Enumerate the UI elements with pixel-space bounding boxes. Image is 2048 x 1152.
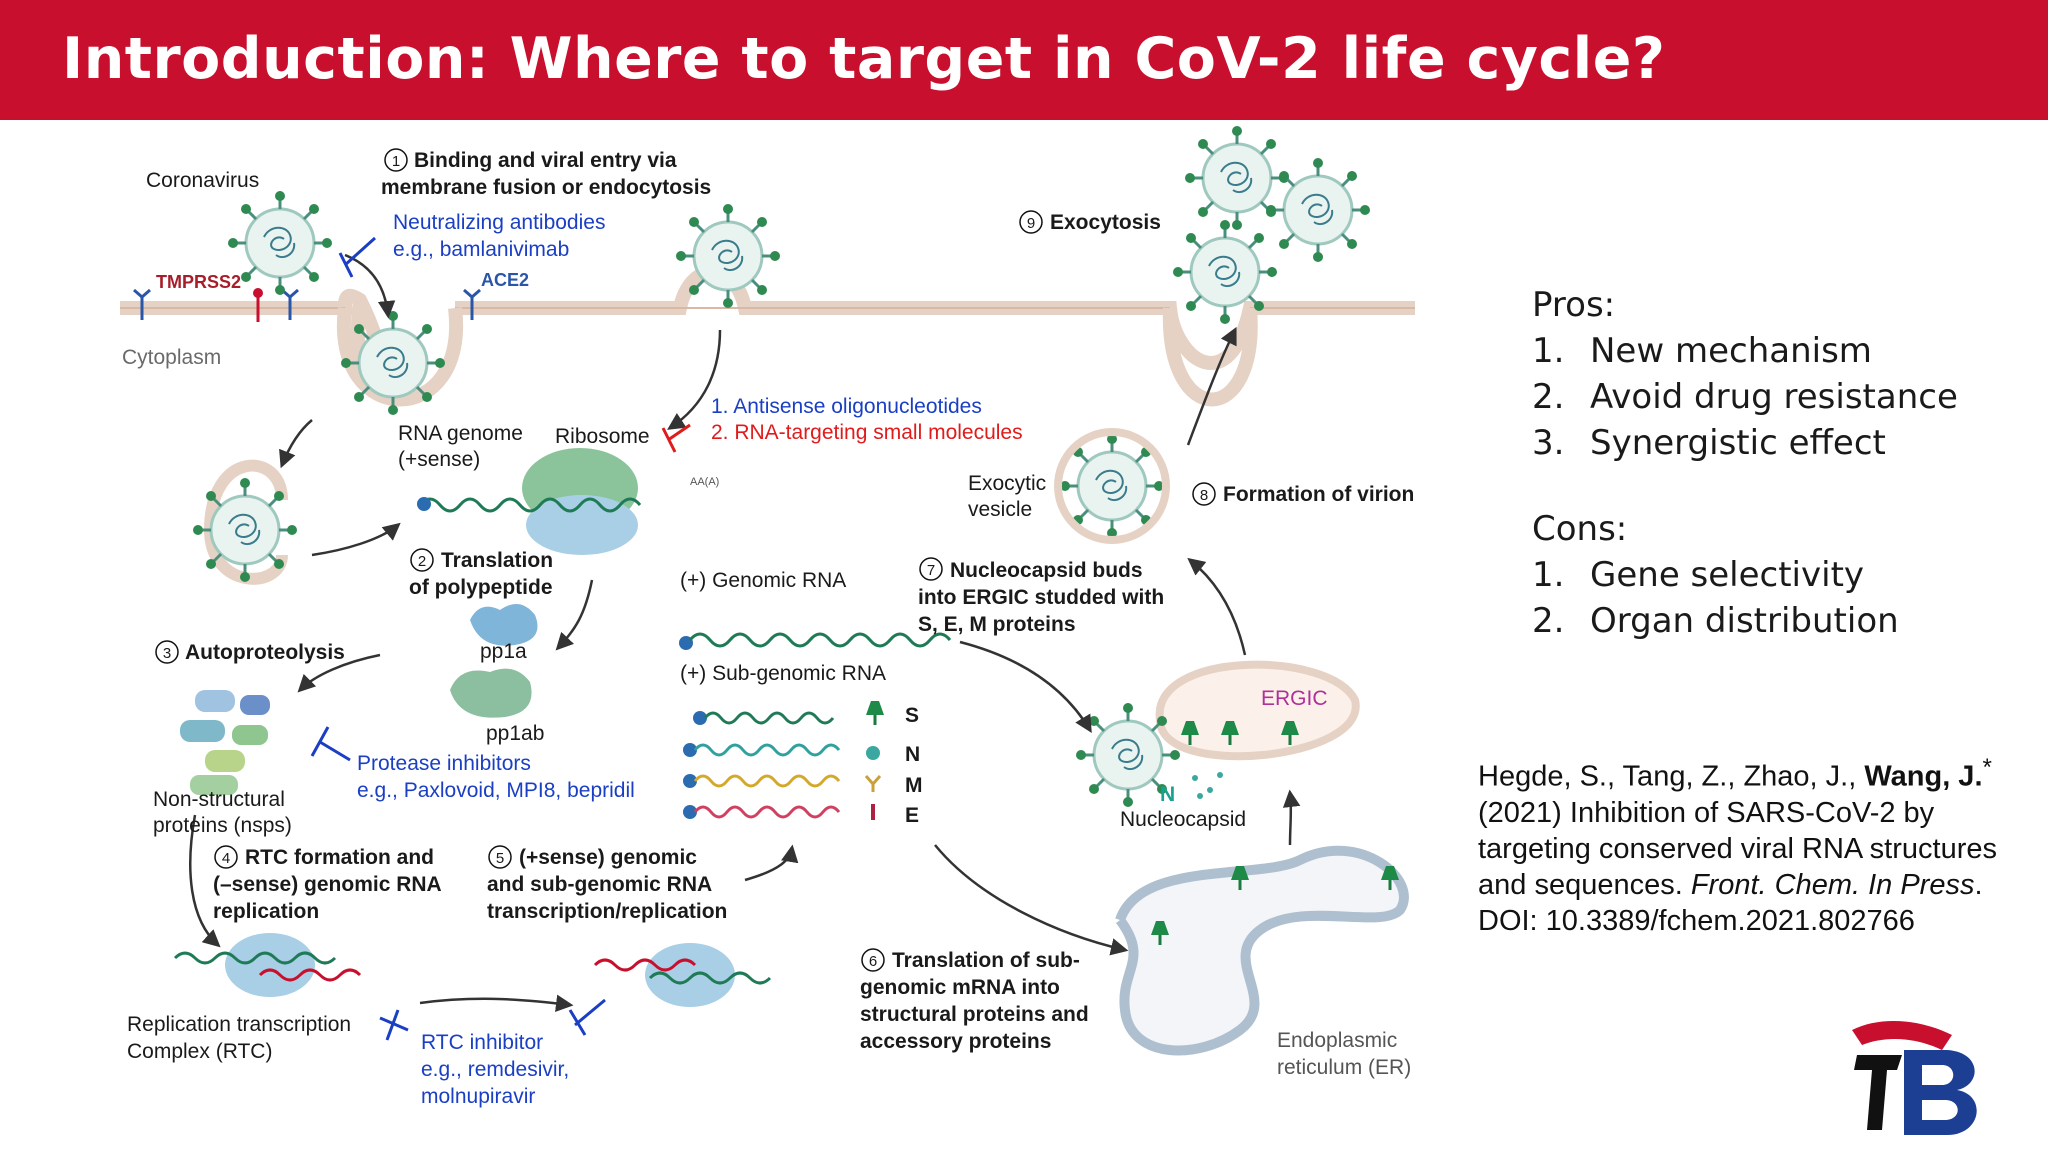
svg-text:1: 1 <box>392 153 400 170</box>
svg-text:2: 2 <box>418 553 426 570</box>
svg-text:(–sense) genomic RNA: (–sense) genomic RNA <box>213 873 442 896</box>
svg-text:RNA genome: RNA genome <box>398 422 523 445</box>
svg-text:8: 8 <box>1200 487 1208 504</box>
entering-virus-icon <box>339 309 447 417</box>
svg-text:7: 7 <box>927 562 935 579</box>
svg-text:vesicle: vesicle <box>968 498 1032 521</box>
svg-text:Nucleocapsid: Nucleocapsid <box>1120 808 1246 831</box>
svg-text:E: E <box>905 804 919 827</box>
svg-text:accessory proteins: accessory proteins <box>860 1030 1051 1053</box>
svg-text:Ribosome: Ribosome <box>555 425 650 448</box>
slide-title: Introduction: Where to target in CoV-2 l… <box>62 26 1666 92</box>
svg-text:Non-structural: Non-structural <box>153 788 285 811</box>
citation: Hegde, S., Tang, Z., Zhao, J., Wang, J.*… <box>1478 754 1997 937</box>
binding-virus-icon <box>674 202 782 310</box>
svg-text:genomic mRNA into: genomic mRNA into <box>860 976 1060 999</box>
svg-text:Complex (RTC): Complex (RTC) <box>127 1040 272 1063</box>
list-item: 1.Gene selectivity <box>1532 555 1865 595</box>
svg-text:Formation of virion: Formation of virion <box>1223 483 1414 506</box>
svg-text:9: 9 <box>1027 215 1035 232</box>
er-icon <box>1115 845 1409 1056</box>
svg-text:structural proteins and: structural proteins and <box>860 1003 1089 1026</box>
list-item: 2.Avoid drug resistance <box>1532 377 1958 417</box>
svg-text:proteins (nsps): proteins (nsps) <box>153 814 292 837</box>
svg-text:e.g., remdesivir,: e.g., remdesivir, <box>421 1058 569 1081</box>
released-virus-icon <box>1183 124 1291 232</box>
svg-text:Neutralizing antibodies: Neutralizing antibodies <box>393 211 605 234</box>
svg-text:reticulum (ER): reticulum (ER) <box>1277 1056 1411 1079</box>
svg-text:4: 4 <box>222 850 230 867</box>
ergic-icon <box>1155 660 1360 761</box>
life-cycle-diagram: Coronavirus TMPRSS2 ACE2 Cytoplasm 1 Bin… <box>120 124 1415 1108</box>
svg-text:e.g., Paxlovoid, MPI8, bepridi: e.g., Paxlovoid, MPI8, bepridil <box>357 779 635 802</box>
pros-heading: Pros: <box>1532 285 1616 325</box>
cons-heading: Cons: <box>1532 509 1628 549</box>
svg-text:RTC inhibitor: RTC inhibitor <box>421 1031 543 1054</box>
coronavirus-icon <box>226 189 334 297</box>
svg-text:membrane fusion or endocytosis: membrane fusion or endocytosis <box>381 176 711 199</box>
svg-text:Cytoplasm: Cytoplasm <box>122 346 221 369</box>
e-protein-icon <box>871 804 875 820</box>
svg-text:Nucleocapsid buds: Nucleocapsid buds <box>950 559 1143 582</box>
svg-text:Exocytic: Exocytic <box>968 472 1046 495</box>
endosome-virus-icon <box>191 476 299 584</box>
list-item: 2.Organ distribution <box>1532 601 1899 641</box>
svg-text:RTC formation and: RTC formation and <box>245 846 434 869</box>
svg-text:Translation of sub-: Translation of sub- <box>892 949 1080 972</box>
svg-text:pp1a: pp1a <box>480 640 527 663</box>
svg-text:Endoplasmic: Endoplasmic <box>1277 1029 1397 1052</box>
svg-text:Exocytosis: Exocytosis <box>1050 211 1161 234</box>
svg-text:Translation: Translation <box>441 549 553 572</box>
spike-protein-icon <box>864 699 886 727</box>
pros-cons-list: Pros: 1.New mechanism 2.Avoid drug resis… <box>1532 282 1958 644</box>
svg-text:Protease inhibitors: Protease inhibitors <box>357 752 531 775</box>
list-item: 1.New mechanism <box>1532 331 1872 371</box>
svg-text:(+) Sub-genomic RNA: (+) Sub-genomic RNA <box>680 662 886 685</box>
svg-text:ERGIC: ERGIC <box>1261 687 1328 710</box>
svg-text:TMPRSS2: TMPRSS2 <box>156 272 241 292</box>
svg-text:M: M <box>905 774 923 797</box>
svg-text:molnupiravir: molnupiravir <box>421 1085 535 1108</box>
svg-text:(+sense): (+sense) <box>398 448 480 471</box>
svg-text:N: N <box>905 743 920 766</box>
svg-text:of polypeptide: of polypeptide <box>409 576 553 599</box>
coronavirus-label: Coronavirus <box>146 169 259 192</box>
released-virus-icon <box>1171 218 1279 326</box>
svg-text:S, E, M proteins: S, E, M proteins <box>918 613 1076 636</box>
svg-text:e.g., bamlanivimab: e.g., bamlanivimab <box>393 238 569 261</box>
svg-text:transcription/replication: transcription/replication <box>487 900 727 923</box>
svg-text:and sub-genomic RNA: and sub-genomic RNA <box>487 873 712 896</box>
tb-logo-icon <box>1852 1020 1977 1135</box>
svg-text:S: S <box>905 704 919 727</box>
svg-text:Autoproteolysis: Autoproteolysis <box>185 641 345 664</box>
svg-text:6: 6 <box>869 953 877 970</box>
svg-text:ACE2: ACE2 <box>481 270 529 290</box>
svg-text:5: 5 <box>496 850 504 867</box>
svg-text:N: N <box>1160 783 1175 806</box>
svg-text:pp1ab: pp1ab <box>486 722 544 745</box>
svg-text:AA(A): AA(A) <box>690 476 719 488</box>
svg-text:1. Antisense oligonucleotides: 1. Antisense oligonucleotides <box>711 395 982 418</box>
svg-text:replication: replication <box>213 900 319 923</box>
title-bar: Introduction: Where to target in CoV-2 l… <box>0 0 2048 120</box>
released-virus-icon <box>1264 156 1372 264</box>
svg-text:(+sense) genomic: (+sense) genomic <box>519 846 697 869</box>
nsps-icon <box>180 690 270 795</box>
svg-text:2. RNA-targeting small molecul: 2. RNA-targeting small molecules <box>711 421 1023 444</box>
svg-text:Replication transcription: Replication transcription <box>127 1013 351 1036</box>
rtc-icon <box>225 933 315 997</box>
svg-text:(+) Genomic RNA: (+) Genomic RNA <box>680 569 846 592</box>
list-item: 3.Synergistic effect <box>1532 423 1886 463</box>
svg-text:into ERGIC studded with: into ERGIC studded with <box>918 586 1164 609</box>
n-protein-icon <box>866 746 880 760</box>
svg-text:3: 3 <box>163 645 171 662</box>
svg-text:Binding and viral entry via: Binding and viral entry via <box>414 149 677 172</box>
m-protein-icon <box>864 775 882 792</box>
